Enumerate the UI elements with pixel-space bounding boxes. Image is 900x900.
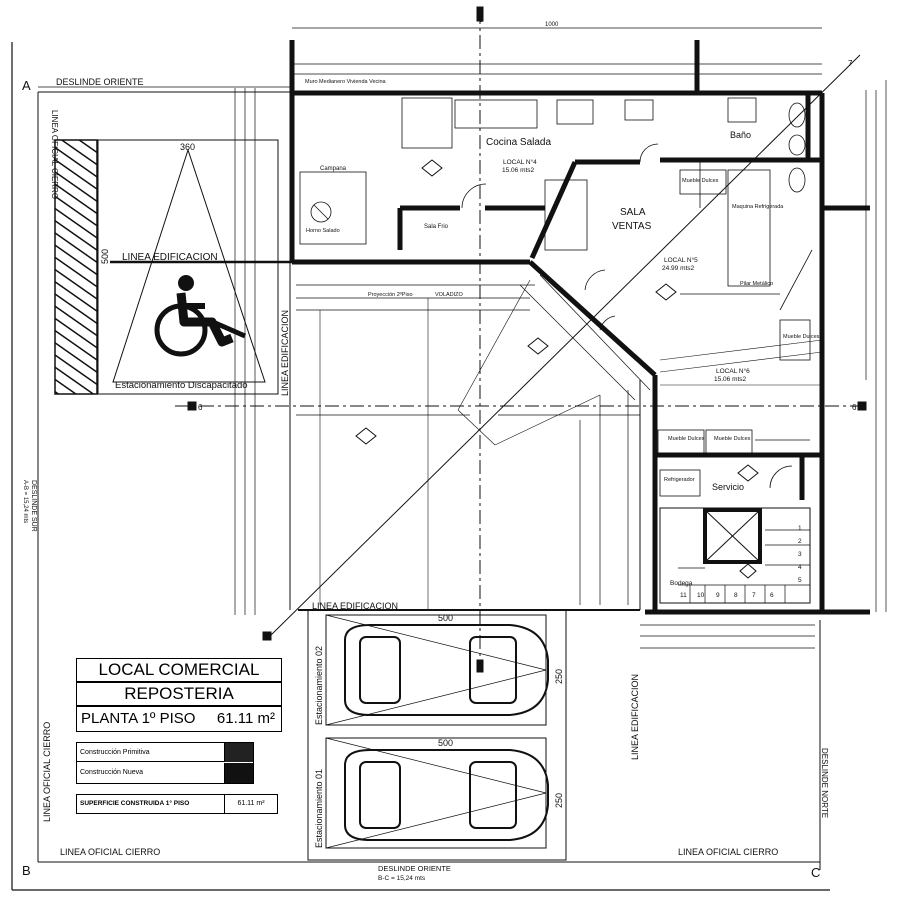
construction-legend: Construcción Primitiva Construcción Nuev… <box>76 742 254 784</box>
corner-c: C <box>811 865 820 880</box>
boundary-left-label: DESLINDE SUR <box>30 480 37 532</box>
room-local4-area: 15.06 mts2 <box>502 167 535 174</box>
corner-b: B <box>22 863 31 878</box>
parking-dim-500-a: 500 <box>438 613 453 623</box>
parking-dim-250-a: 250 <box>554 669 564 684</box>
boundary-left-sub: A-B = 15,24 mts <box>22 480 28 523</box>
corner-a: A <box>22 78 31 93</box>
room-bodega: Bodega <box>670 580 693 587</box>
stair-step-5: 5 <box>798 577 802 584</box>
top-dimensions <box>38 27 822 88</box>
level-markers <box>355 159 759 579</box>
parking-est-01: Estacionamiento 01 <box>314 769 324 848</box>
parking-dim-500-v: 500 <box>100 249 110 264</box>
legend-primitiva: Construcción Primitiva <box>77 743 225 762</box>
car-icon <box>344 624 549 716</box>
legend-primitiva-swatch <box>225 743 253 762</box>
parking-dim-250-b: 250 <box>554 793 564 808</box>
top-total-dim: 1000 <box>545 22 559 28</box>
parking-dim-360: 360 <box>180 142 195 152</box>
stair-step-4: 4 <box>798 564 802 571</box>
wheelchair-icon <box>154 275 247 357</box>
stair-step-10: 10 <box>697 592 705 599</box>
stair-step-11: 11 <box>680 592 687 599</box>
oficial-top-left-label: LINEA OFICIAL CIERRO <box>50 110 59 199</box>
room-mueble-2: Mueble Dulces <box>783 334 820 340</box>
section-6-right: 6 <box>852 403 857 412</box>
room-bano: Baño <box>730 130 751 140</box>
stair-step-1: 1 <box>798 525 802 532</box>
oficial-vertical-label: LINEA OFICIAL CIERRO <box>42 722 52 822</box>
parking-est-02: Estacionamiento 02 <box>314 646 324 725</box>
room-campana: Campana <box>320 166 347 172</box>
room-mueble-3: Mueble Dulces <box>668 436 705 442</box>
linea-edificacion-top: LINEA EDIFICACION <box>122 252 218 263</box>
section-5-top: 5 <box>479 15 484 24</box>
stair-step-8: 8 <box>734 592 738 599</box>
staircase <box>659 507 811 604</box>
title-line-3: PLANTA 1º PISO 61.11 m² <box>76 706 282 732</box>
boundary-bottom-sub: B-C = 15,24 mts <box>378 875 426 882</box>
section-axes <box>175 6 887 673</box>
title-line-2: REPOSTERIA <box>76 682 282 706</box>
boundary-top-label: DESLINDE ORIENTE <box>56 77 144 87</box>
surface-label: SUPERFICIE CONSTRUIDA 1° PISO <box>77 795 225 813</box>
room-horno: Horno Salado <box>306 228 340 234</box>
room-local5: LOCAL N°5 <box>664 256 698 264</box>
surface-value: 61.11 m² <box>237 800 265 807</box>
linea-edificacion-v: LINEA EDIFICACION <box>280 310 290 396</box>
room-local6-area: 15.06 mts2 <box>714 376 747 383</box>
legend-nueva: Construcción Nueva <box>77 763 225 783</box>
linea-edificacion-v2: LINEA EDIFICACION <box>630 674 640 760</box>
surface-summary: SUPERFICIE CONSTRUIDA 1° PISO 61.11 m² <box>76 794 278 814</box>
stair-numbers: 1 2 3 4 5 6 7 8 9 10 11 <box>680 525 802 599</box>
room-maquina: Maquina Refrigerada <box>732 204 784 210</box>
voladizo-label: VOLADIZO <box>435 292 464 298</box>
title-line-1: LOCAL COMERCIAL <box>76 658 282 682</box>
muro-medianero: Muro Medianero Vivienda Vecina <box>305 79 387 85</box>
oficial-cierro-left: LINEA OFICIAL CIERRO <box>60 847 160 857</box>
boundary-right-label: DESLINDE NORTE <box>820 748 829 818</box>
disabled-parking <box>54 139 279 395</box>
room-sala-1: SALA <box>620 207 646 218</box>
room-mueble-4: Mueble Dulces <box>714 436 751 442</box>
parking-dim-500-b: 500 <box>438 738 453 748</box>
car-parking <box>307 609 567 861</box>
room-local6: LOCAL N°6 <box>716 367 750 375</box>
stair-step-9: 9 <box>716 592 720 599</box>
interior-lines <box>299 97 813 497</box>
title-floor: PLANTA 1º PISO <box>81 710 196 727</box>
linea-edificacion-bottom: LINEA EDIFICACION <box>312 601 398 611</box>
oficial-cierro-right: LINEA OFICIAL CIERRO <box>678 847 778 857</box>
title-area: 61.11 m² <box>216 710 275 727</box>
legend-nueva-swatch <box>225 763 253 783</box>
section-6-left: 6 <box>198 403 203 412</box>
room-sala-2: VENTAS <box>612 221 652 232</box>
room-sala-frio: Sala Frio <box>424 224 449 230</box>
building-walls <box>289 40 870 615</box>
room-refrigerador: Refrigerador <box>664 477 695 483</box>
parking-disabled-label: Estacionamiento Discapacitado <box>115 380 248 391</box>
section-5-bottom: 5 <box>479 661 484 670</box>
stair-step-6: 6 <box>770 592 774 599</box>
room-pilar: Pilar Metálico <box>740 281 773 287</box>
proyeccion-label: Proyección 2ºPiso <box>368 291 413 298</box>
room-local4: LOCAL N°4 <box>503 158 537 166</box>
room-servicio: Servicio <box>712 482 744 492</box>
stair-step-3: 3 <box>798 551 802 558</box>
room-local5-area: 24.99 mts2 <box>662 265 695 272</box>
room-cocina: Cocina Salada <box>486 137 551 148</box>
boundary-bottom-label: DESLINDE ORIENTE <box>378 864 451 873</box>
door-swings <box>461 143 793 489</box>
stair-step-7: 7 <box>752 592 756 599</box>
section-7: 7 <box>848 59 853 68</box>
room-mueble-1: Mueble Dulces <box>682 178 719 184</box>
car-icon <box>344 749 549 841</box>
property-boundary <box>11 42 830 891</box>
stair-step-2: 2 <box>798 538 802 545</box>
